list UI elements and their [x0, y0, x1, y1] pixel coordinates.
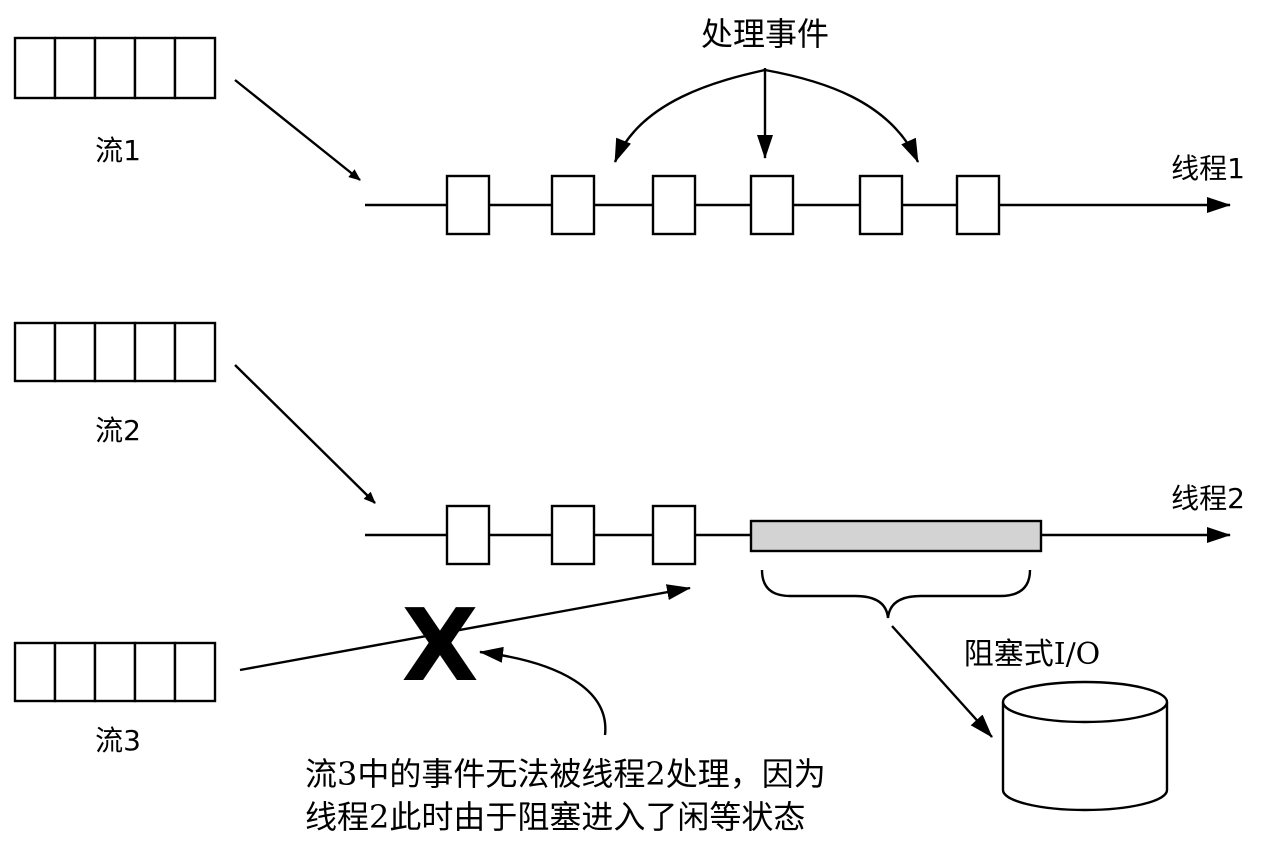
stream-3-queue — [13, 641, 217, 703]
blocking-io-bar — [749, 519, 1043, 553]
stream-1-queue — [13, 36, 217, 100]
stream-2-arrow — [234, 364, 376, 504]
thread-1-event — [651, 174, 697, 236]
thread-2-event — [651, 504, 697, 566]
stream-1-arrow — [234, 79, 361, 181]
note-line-1: 流3中的事件无法被线程2处理，因为 — [305, 755, 826, 793]
stream-3-label: 流3 — [95, 724, 141, 757]
stream-2-label: 流2 — [95, 414, 141, 447]
thread-1-event — [445, 174, 491, 236]
blocking-io-label: 阻塞式I/O — [964, 637, 1101, 672]
database-icon — [1001, 680, 1169, 812]
blocking-io-brace — [760, 569, 1032, 619]
process-events-label: 处理事件 — [701, 15, 829, 53]
thread-2-event — [445, 504, 491, 566]
stream-2-queue — [13, 321, 217, 383]
blocked-x-marker: X — [401, 587, 478, 704]
thread-1-event — [955, 174, 1001, 236]
note-line-2: 线程2此时由于阻塞进入了闲等状态 — [305, 798, 805, 836]
thread-1-event — [858, 174, 904, 236]
thread-1-label: 线程1 — [1171, 152, 1245, 185]
thread-1-event — [749, 174, 795, 236]
note-arrow — [479, 646, 607, 736]
thread-2-event — [550, 504, 596, 566]
blocking-io-arrow — [891, 625, 993, 738]
stream-3-arrow — [239, 584, 691, 672]
thread-1-event — [550, 174, 596, 236]
note-text: 流3中的事件无法被线程2处理，因为 线程2此时由于阻塞进入了闲等状态 — [305, 755, 826, 836]
stream-1-label: 流1 — [95, 134, 141, 167]
thread-2-label: 线程2 — [1171, 482, 1245, 515]
thread-1-events — [445, 174, 1001, 236]
thread-2-events — [445, 504, 697, 566]
process-events-arrows — [613, 68, 920, 163]
